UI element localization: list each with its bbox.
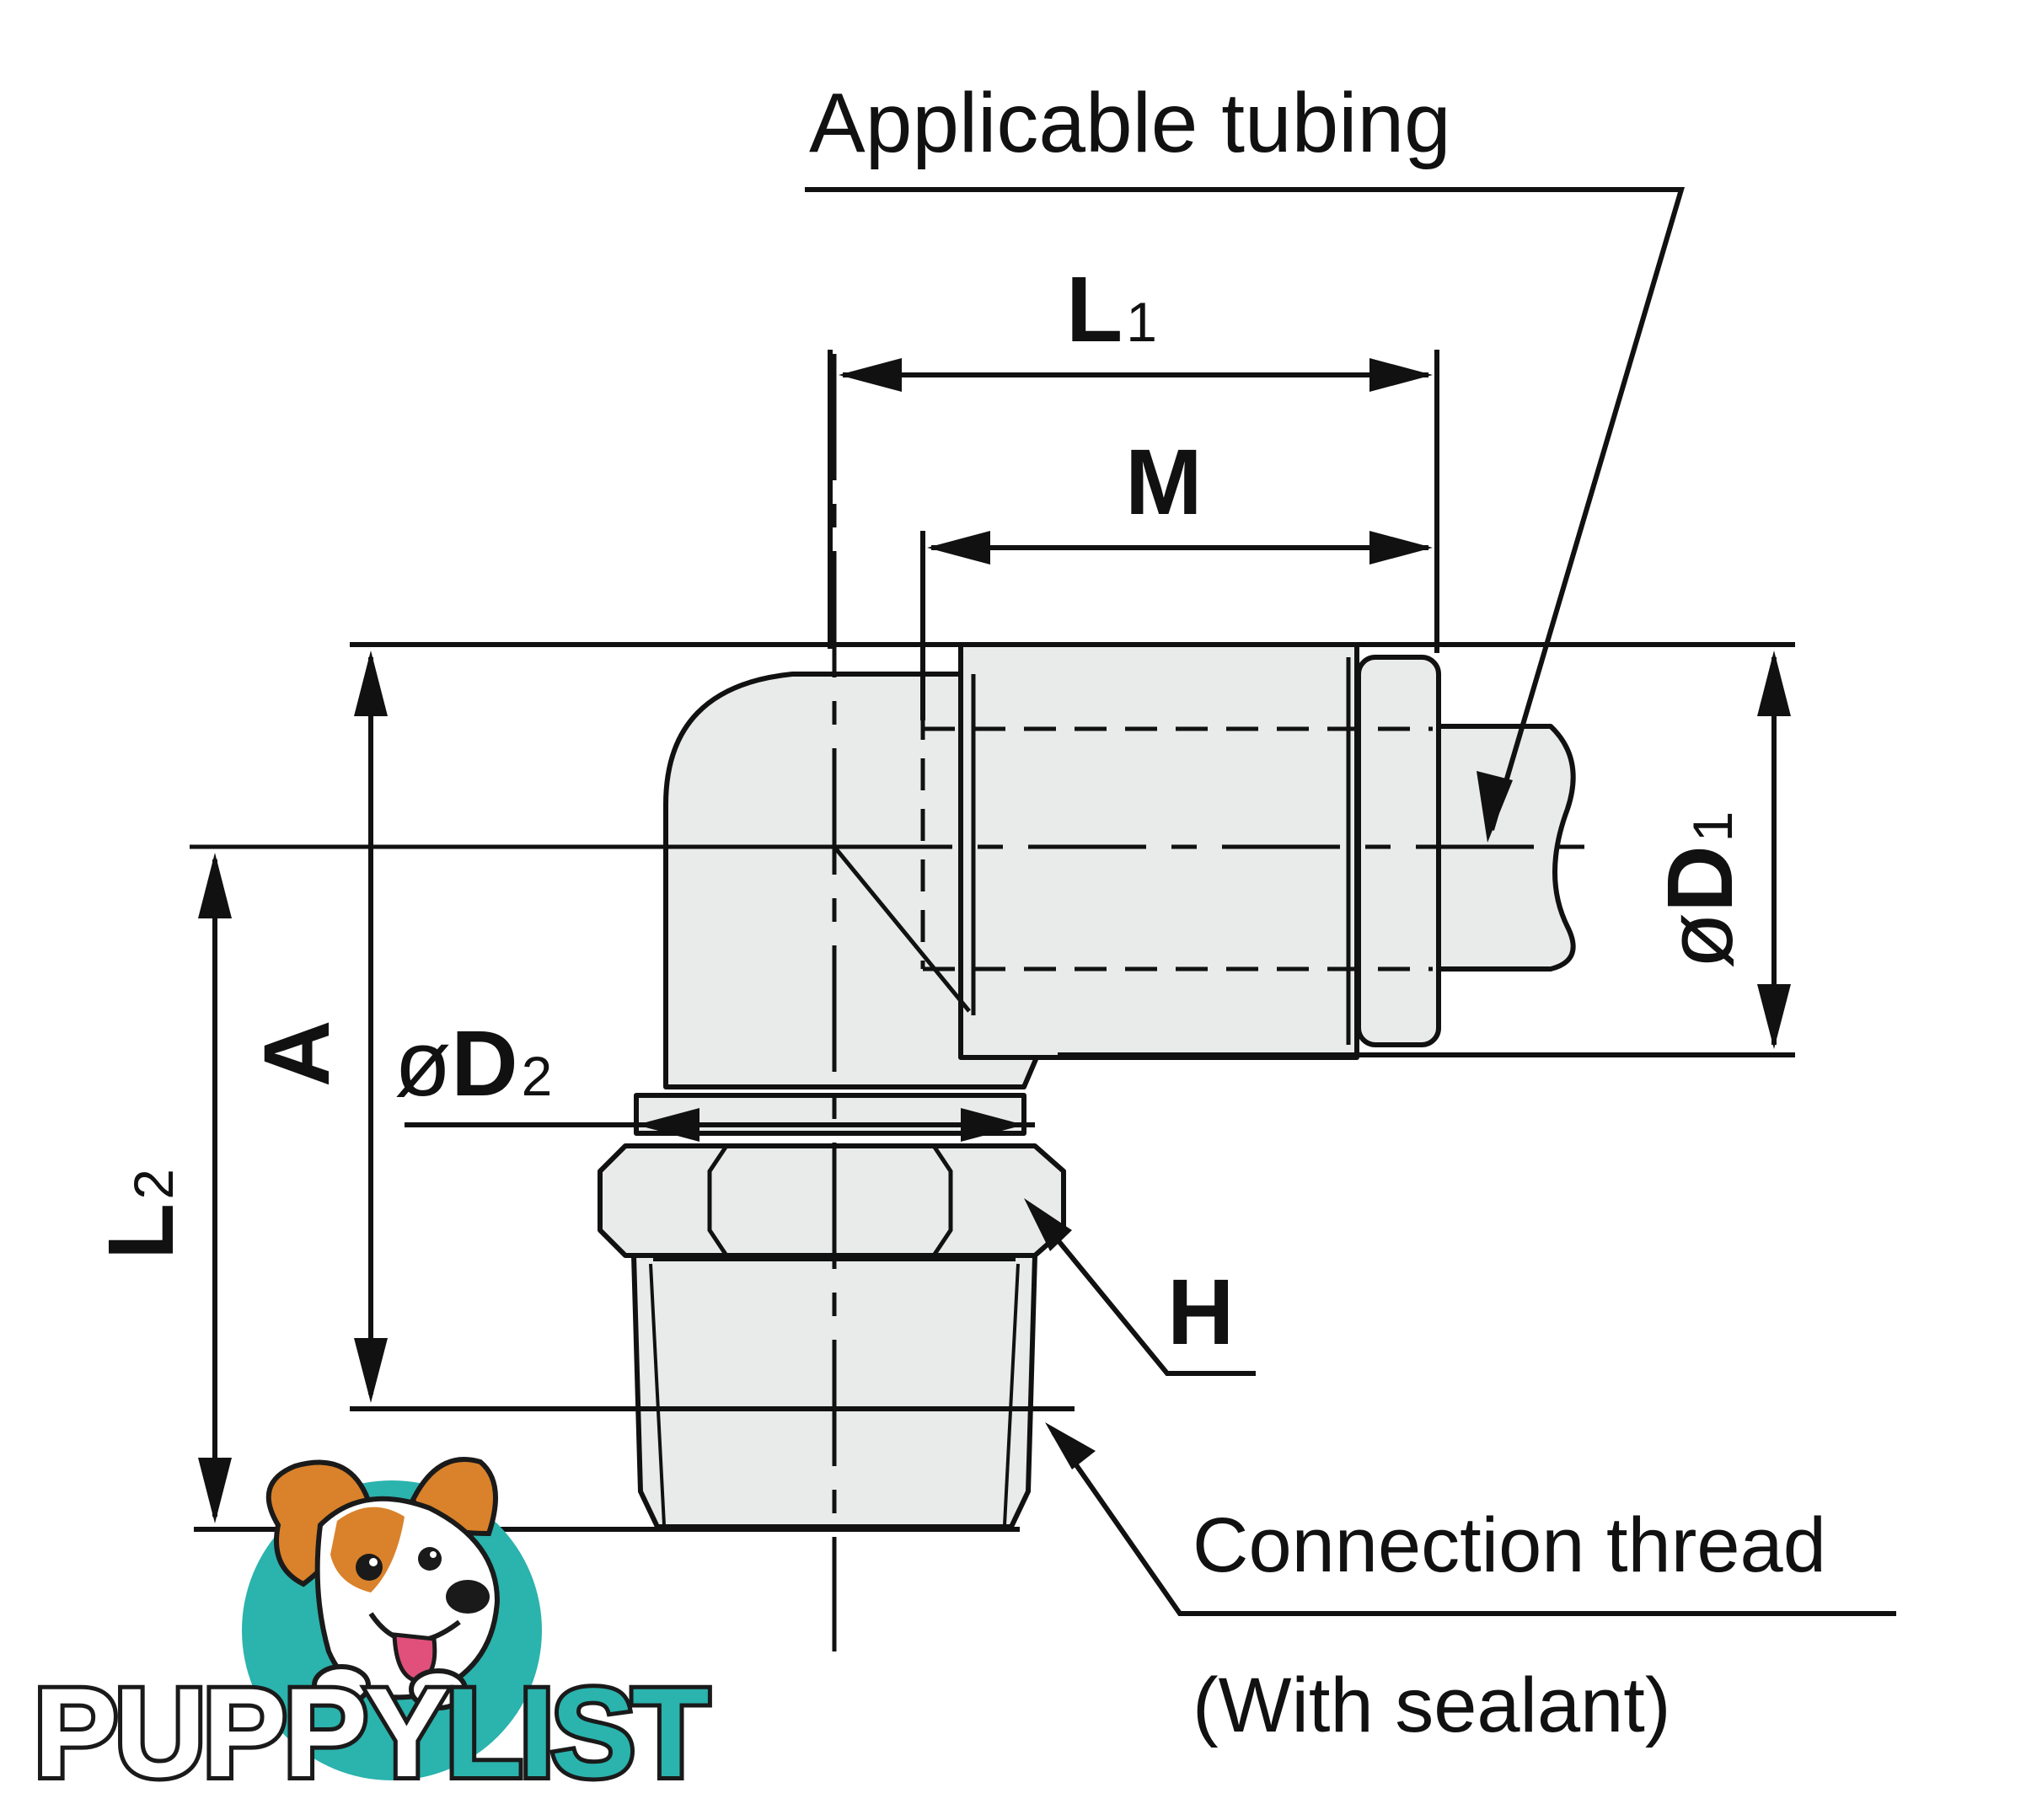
dim-label-l2-sub: 2 [122,1169,185,1200]
leader-applicable-tubing [805,187,1686,831]
dim-label-h-main: H [1167,1261,1234,1364]
dim-label-h: H [1167,1261,1234,1364]
fitting-body [598,642,1576,1529]
dim-label-d1-sub: 1 [1681,811,1744,843]
watermark-logo: PUPPYLIST [29,1457,716,1807]
dim-label-d1: øD1 [1648,811,1752,969]
logo-brand-part1: PUPPY [34,1662,447,1803]
logo-brand-text: PUPPYLIST [34,1662,709,1803]
dimension-arrowheads [198,358,1791,1523]
elbow-body [663,672,1039,1089]
dim-label-l1-sub: 1 [1126,291,1157,353]
dim-label-d2-main: D [451,1012,517,1116]
hex-flats [707,1144,953,1257]
leader-connection-thread [1051,1431,1896,1616]
leader-h [1030,1207,1256,1376]
dim-label-d1-prefix: ø [1648,913,1752,969]
dim-label-d2-prefix: ø [394,1012,451,1116]
dimension-lines [212,372,1777,1517]
dim-label-d2-sub: 2 [522,1045,553,1107]
tube-socket [958,642,1359,1060]
release-collar [1356,655,1441,1047]
dim-label-l2-main: L [89,1203,193,1260]
dim-label-a-main: A [245,1020,349,1087]
dim-label-d1-main: D [1648,845,1752,912]
dim-label-l2: L2 [89,1169,193,1260]
socket-details [833,657,1433,1045]
dim-label-m-main: M [1125,431,1203,534]
dim-label-d2: øD2 [394,1012,552,1116]
hex-nut [598,1143,1066,1258]
label-connection-thread: Connection thread [1193,1502,1826,1588]
dim-label-l1: L1 [1066,258,1157,361]
dim-label-l1-main: L [1066,258,1123,361]
dim-label-a: A [245,1020,349,1087]
dog-mascot-icon [265,1457,501,1710]
leader-lines [805,187,1896,1616]
leader-arrowheads [1024,771,1513,1469]
label-applicable-tubing: Applicable tubing [809,76,1451,170]
dim-label-m: M [1125,431,1203,534]
logo-brand-part2: LIST [446,1662,709,1803]
label-with-sealant: (With sealant) [1193,1662,1671,1748]
